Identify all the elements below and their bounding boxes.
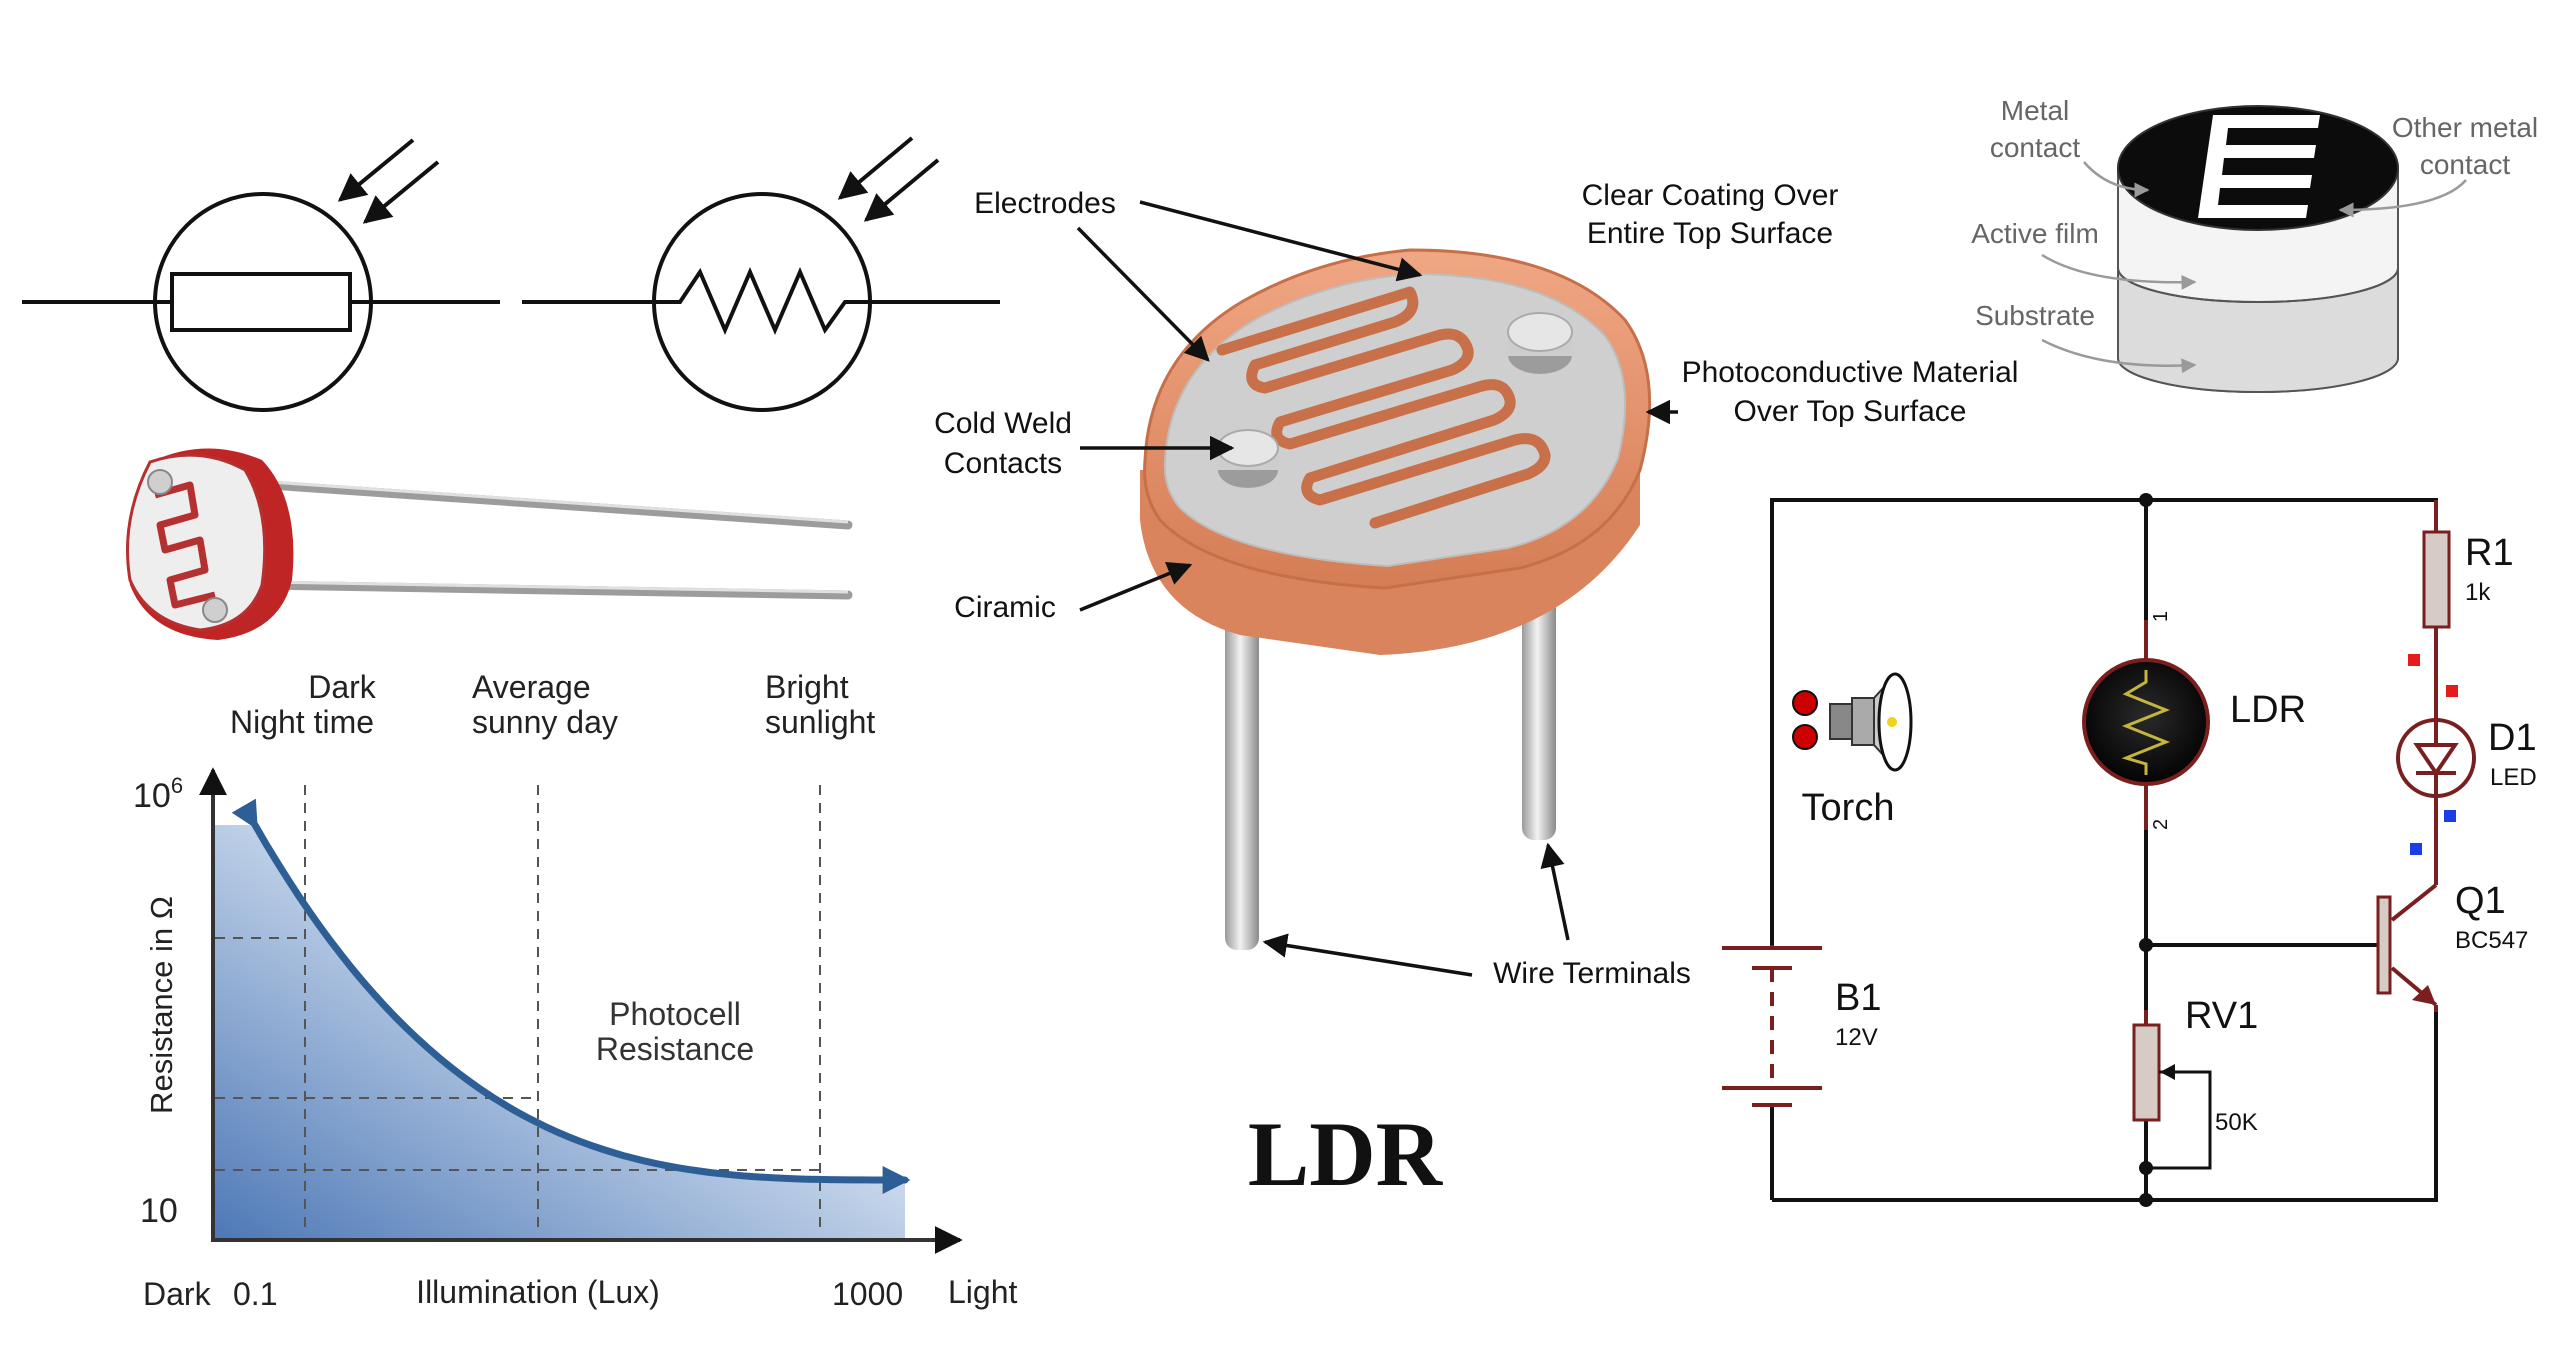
label-r1-value: 1k (2465, 579, 2491, 606)
region-bright-label-1: Bright (765, 669, 849, 705)
label-wire-terminals: Wire Terminals (1493, 957, 1691, 990)
potentiometer-rv1 (2132, 1023, 2161, 1122)
wire-terminal-left (1225, 560, 1259, 950)
label-q1-value: BC547 (2455, 927, 2528, 954)
transistor-q1 (2376, 895, 2392, 995)
label-metal-contact-1: Metal (2001, 95, 2069, 126)
label-other-metal-2: contact (2420, 149, 2510, 180)
label-substrate: Substrate (1975, 300, 2095, 331)
label-clear-coating-1: Clear Coating Over (1582, 179, 1839, 212)
electrode-track (1216, 286, 1551, 529)
ldr-symbol-zigzag (522, 136, 1000, 412)
label-q1: Q1 (2455, 880, 2506, 922)
label-cold-weld-1: Cold Weld (934, 407, 1072, 440)
label-torch: Torch (1802, 787, 1895, 829)
resistance-graph: Dark Night time Average sunny day Bright… (133, 669, 1018, 1312)
label-d1-value: LED (2490, 764, 2537, 791)
curve-label-1: Photocell (609, 996, 741, 1032)
ldr-cross-section: Metal contact Other metal contact Active… (1971, 95, 2538, 393)
ldr-pin-2: 2 (2150, 819, 2172, 830)
resistor-r1 (2422, 530, 2451, 629)
ldr-anatomy: Electrodes Clear Coating Over Entire Top… (934, 179, 2018, 1205)
curve-label-2: Resistance (596, 1031, 754, 1067)
y-tick-top: 106 (133, 773, 183, 815)
label-photoconductive-2: Over Top Surface (1734, 395, 1967, 428)
active-film-pattern (2198, 115, 2320, 218)
label-other-metal-1: Other metal (2392, 112, 2538, 143)
x-tick-max: 1000 (832, 1276, 903, 1312)
region-dark-label-2: Night time (230, 704, 374, 740)
ldr-component-photo (126, 448, 853, 640)
cold-weld-contact-right (1507, 312, 1573, 352)
region-bright-label-2: sunlight (765, 704, 875, 740)
label-metal-contact-2: contact (1990, 132, 2080, 163)
x-label-light: Light (948, 1274, 1018, 1310)
region-average-label-2: sunny day (472, 704, 618, 740)
y-tick-bottom: 10 (140, 1192, 178, 1230)
x-axis-label: Illumination (Lux) (416, 1274, 660, 1310)
ldr-pin-1: 1 (2150, 611, 2172, 622)
label-ceramic: Ciramic (954, 591, 1056, 624)
label-b1-value: 12V (1835, 1024, 1878, 1051)
region-average-label-1: Average (472, 669, 591, 705)
ldr-symbol-rectangle (22, 138, 500, 412)
label-clear-coating-2: Entire Top Surface (1587, 217, 1833, 250)
label-active-film: Active film (1971, 218, 2099, 249)
torch-icon (1792, 672, 1913, 772)
x-tick-min: 0.1 (233, 1276, 277, 1312)
label-r1: R1 (2465, 532, 2514, 574)
y-axis-label: Resistance in Ω (144, 896, 179, 1114)
resistance-curve (231, 798, 911, 1194)
main-title: LDR (1248, 1103, 1444, 1205)
label-electrodes: Electrodes (974, 187, 1116, 220)
label-rv1-value: 50K (2215, 1109, 2258, 1136)
region-dark-label-1: Dark (308, 669, 377, 705)
metal-contact-top (2117, 105, 2399, 231)
label-circuit-ldr: LDR (2230, 689, 2306, 731)
label-rv1: RV1 (2185, 995, 2258, 1037)
label-cold-weld-2: Contacts (944, 447, 1062, 480)
ldr-circuit: Torch LDR 1 2 R1 1k D1 LED Q1 BC547 B1 1… (1722, 493, 2537, 1207)
label-photoconductive-1: Photoconductive Material (1682, 356, 2019, 389)
label-d1: D1 (2488, 717, 2537, 759)
x-label-dark: Dark (143, 1276, 212, 1312)
label-b1: B1 (1835, 977, 1881, 1019)
